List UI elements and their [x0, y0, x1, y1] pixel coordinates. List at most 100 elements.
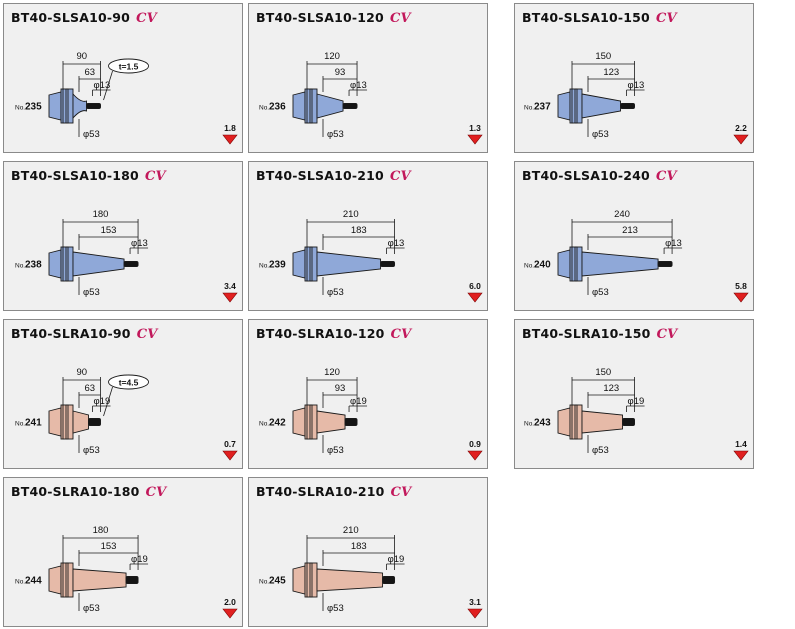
base-diameter-label: φ53 [83, 129, 100, 140]
flange-groove [65, 88, 69, 124]
collet-nut-tip [382, 576, 396, 584]
flange-groove [309, 246, 313, 282]
weight-value: 1.3 [469, 123, 481, 133]
cv-logo: CV [390, 327, 412, 342]
collet-nut-tip [125, 576, 139, 584]
tool-holder-shape [48, 562, 139, 598]
cv-logo: CV [136, 11, 157, 26]
weight-value: 0.9 [469, 439, 481, 449]
collet-nut-tip [657, 261, 673, 267]
weight-arrow-icon [467, 292, 483, 303]
holder-number-badge: No.244 [15, 576, 42, 587]
weight-arrow-icon [222, 450, 238, 461]
holder-model-number: BT40-SLRA10-120 [256, 326, 385, 341]
holder-model-number: BT40-SLSA10-120 [256, 10, 384, 25]
holder-number-prefix: No. [15, 263, 25, 270]
base-diameter-label: φ53 [83, 445, 100, 456]
base-diameter-label: φ53 [327, 445, 344, 456]
tool-holder-shape [48, 404, 101, 440]
weight-arrow-icon [733, 292, 749, 303]
base-diameter-label: φ53 [592, 445, 609, 456]
weight-value: 3.4 [224, 281, 236, 291]
extension-body [581, 251, 659, 277]
extension-body [72, 568, 127, 592]
collet-nut-tip [86, 103, 101, 109]
dimension-lines [306, 377, 368, 453]
cv-logo: CV [145, 485, 167, 500]
tip-diameter-label: φ13 [665, 238, 682, 249]
weight-value: 5.8 [735, 281, 747, 291]
weight-arrow-icon [222, 608, 238, 619]
holder-number: 237 [534, 102, 551, 113]
extension-body [316, 568, 384, 592]
cv-logo: CV [655, 11, 677, 26]
base-diameter-label: φ53 [327, 129, 344, 140]
holder-number: 235 [25, 102, 42, 113]
tip-diameter-label: φ19 [350, 396, 367, 407]
holder-number-prefix: No. [259, 579, 269, 586]
tool-holder-shape [48, 246, 139, 282]
reach-length-label: 63 [84, 67, 95, 78]
reach-length-label: 183 [351, 225, 367, 236]
base-diameter-label: φ53 [327, 603, 344, 614]
overall-length-label: 90 [76, 51, 87, 62]
holder-number-prefix: No. [15, 579, 25, 586]
holder-number: 245 [269, 576, 286, 587]
holder-title: BT40-SLRA10-120 CV [256, 326, 411, 342]
weight-arrow-icon [222, 134, 238, 145]
tip-diameter-label: φ13 [131, 238, 148, 249]
holder-number: 244 [25, 576, 42, 587]
overall-length-label: 120 [324, 367, 340, 378]
overall-length-label: 180 [93, 525, 109, 536]
holder-number-prefix: No. [524, 263, 534, 270]
weight-arrow-icon [733, 450, 749, 461]
weight-value: 2.0 [224, 597, 236, 607]
holder-number-badge: No.237 [524, 102, 551, 113]
taper-shank [48, 407, 62, 437]
holder-model-number: BT40-SLRA10-180 [11, 484, 140, 499]
holder-model-number: BT40-SLRA10-210 [256, 484, 385, 499]
reach-length-label: 93 [335, 383, 346, 394]
reach-length-label: 123 [603, 67, 619, 78]
dimension-lines [62, 535, 149, 611]
weight-value: 1.4 [735, 439, 747, 449]
holder-number-prefix: No. [15, 105, 25, 112]
holder-number: 236 [269, 102, 286, 113]
taper-shank [292, 91, 306, 121]
tip-diameter-label: φ13 [94, 80, 111, 91]
holder-number: 243 [534, 418, 551, 429]
flange-groove [309, 88, 313, 124]
cv-logo: CV [144, 169, 166, 184]
holder-title: BT40-SLRA10-180 CV [11, 484, 166, 500]
taper-shank [48, 91, 62, 121]
holder-number: 238 [25, 260, 42, 271]
overall-length-label: 210 [343, 209, 359, 220]
holder-number: 240 [534, 260, 551, 271]
holder-number: 242 [269, 418, 286, 429]
holder-model-number: BT40-SLSA10-240 [522, 168, 650, 183]
cv-logo: CV [136, 327, 158, 342]
flange-groove [65, 562, 69, 598]
tool-holder-shape [48, 88, 101, 124]
collet-nut-tip [620, 103, 636, 109]
weight-arrow-icon [467, 608, 483, 619]
holder-number-badge: No.235 [15, 102, 42, 113]
flange-groove [309, 404, 313, 440]
tip-diameter-label: φ19 [628, 396, 645, 407]
